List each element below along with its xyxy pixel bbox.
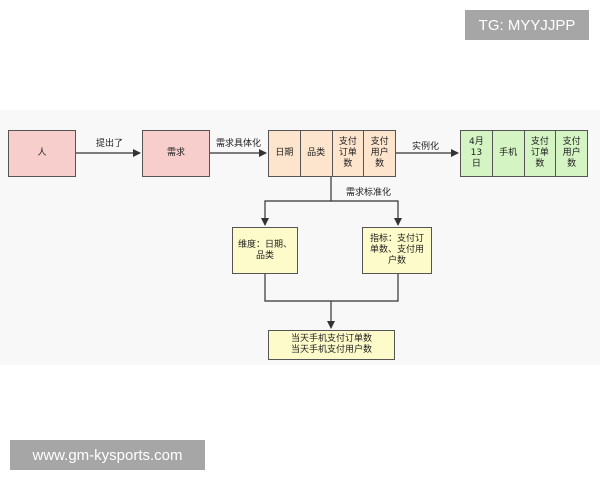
watermark-top: TG: MYYJJPP: [465, 10, 589, 40]
edge-raised-label: 提出了: [96, 139, 124, 149]
node-date: 日期: [269, 131, 300, 176]
node-result: 当天手机支付订单数 当天手机支付用户数: [268, 330, 395, 360]
edge-specify-label: 需求具体化: [216, 139, 262, 149]
edge-standardize-label: 需求标准化: [346, 188, 392, 198]
node-pay-orders: 支付 订单 数: [331, 131, 364, 176]
watermark-bottom: www.gm-kysports.com: [10, 440, 205, 470]
edge-standardize-line-right: [331, 200, 402, 226]
edge-instantiate-label: 实例化: [412, 142, 440, 152]
edge-standardize-line: [261, 177, 332, 226]
node-category: 品类: [299, 131, 332, 176]
node-dimension: 维度：日期、 品类: [232, 227, 298, 274]
node-metric: 指标：支付订 单数、支付用 户数: [362, 227, 432, 274]
node-inst-date: 4月 13 日: [461, 131, 492, 176]
node-pay-users: 支付 用户 数: [363, 131, 395, 176]
node-instance-group: 4月 13 日 手机 支付 订单 数 支付 用户 数: [460, 130, 588, 177]
node-inst-pay-users: 支付 用户 数: [555, 131, 587, 176]
edge-merge-line: [264, 274, 399, 328]
node-demand: 需求: [142, 130, 210, 177]
node-inst-phone: 手机: [491, 131, 524, 176]
node-person: 人: [8, 130, 76, 177]
node-inst-pay-orders: 支付 订单 数: [523, 131, 556, 176]
node-spec-group: 日期 品类 支付 订单 数 支付 用户 数: [268, 130, 396, 177]
